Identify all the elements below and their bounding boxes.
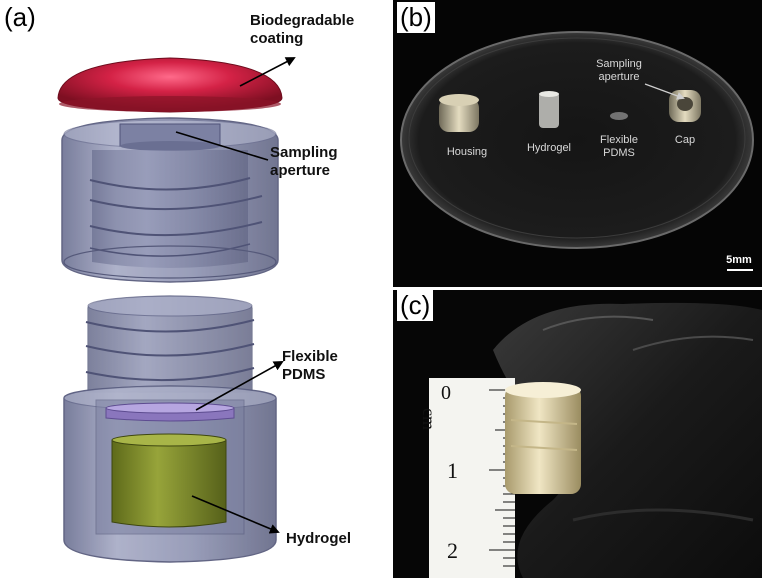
pdms-label-line1: Flexible xyxy=(600,134,638,146)
ruler-unit: cm xyxy=(419,408,439,430)
exploded-diagram xyxy=(57,57,296,563)
coating-dome xyxy=(57,57,283,113)
cap-label: Cap xyxy=(674,134,696,146)
device-in-hand xyxy=(505,382,581,494)
aperture-pointer xyxy=(644,83,685,100)
hydrogel-annotation: Hydrogel xyxy=(286,530,352,547)
panel-c-label: (c) xyxy=(397,290,434,321)
pdms-disc xyxy=(105,402,235,422)
ruler-two: 2 xyxy=(447,538,458,563)
housing-part xyxy=(439,94,479,132)
ruler-photo xyxy=(429,302,762,578)
aperture-label-line2: aperture xyxy=(598,71,640,83)
hydrogel-part xyxy=(539,91,559,128)
aperture-annotation: Sampling aperture xyxy=(270,144,338,180)
aperture-label-line2: aperture xyxy=(270,162,331,179)
housing-label: Housing xyxy=(446,146,488,158)
aperture-label-line1: Sampling xyxy=(596,58,642,70)
petri-dish xyxy=(400,31,754,249)
panel-b-label: (b) xyxy=(397,2,435,33)
panel-a-label: (a) xyxy=(4,2,36,32)
pdms-label-line2: PDMS xyxy=(282,366,326,383)
coating-annotation: Biodegradable coating xyxy=(250,12,354,48)
petri-dish-photo xyxy=(400,31,754,271)
hydrogel-label: Hydrogel xyxy=(526,142,572,154)
pdms-part xyxy=(610,112,628,120)
hydrogel-cylinder xyxy=(111,433,227,528)
glove xyxy=(493,302,762,578)
cap-body xyxy=(61,117,279,283)
coating-label-line1: Biodegradable xyxy=(250,12,355,29)
coating-arrow xyxy=(239,57,296,87)
ruler-zero: 0 xyxy=(441,382,451,404)
ruler xyxy=(429,378,515,578)
pdms-label: Flexible PDMS xyxy=(589,134,649,160)
pdms-arrow xyxy=(195,361,284,411)
panel-b: (b) Housing Hydrogel Flexible PDMS Cap S… xyxy=(393,0,762,287)
aperture-arrow xyxy=(175,131,269,161)
scale-bar-label: 5mm xyxy=(726,254,752,266)
coating-label-line2: coating xyxy=(250,30,304,47)
pdms-label-line2: PDMS xyxy=(603,147,635,159)
pdms-label-line1: Flexible xyxy=(282,348,338,365)
hydrogel-arrow xyxy=(191,495,280,534)
panel-a: (a) Biodegradable coating Sampling apert… xyxy=(4,2,354,563)
ruler-one: 1 xyxy=(447,458,458,483)
aperture-label-line1: Sampling xyxy=(270,144,338,161)
pdms-annotation: Flexible PDMS xyxy=(282,348,338,384)
aperture-label: Sampling aperture xyxy=(589,58,649,84)
panel-c: (c) 0 cm 1 2 xyxy=(393,290,762,578)
